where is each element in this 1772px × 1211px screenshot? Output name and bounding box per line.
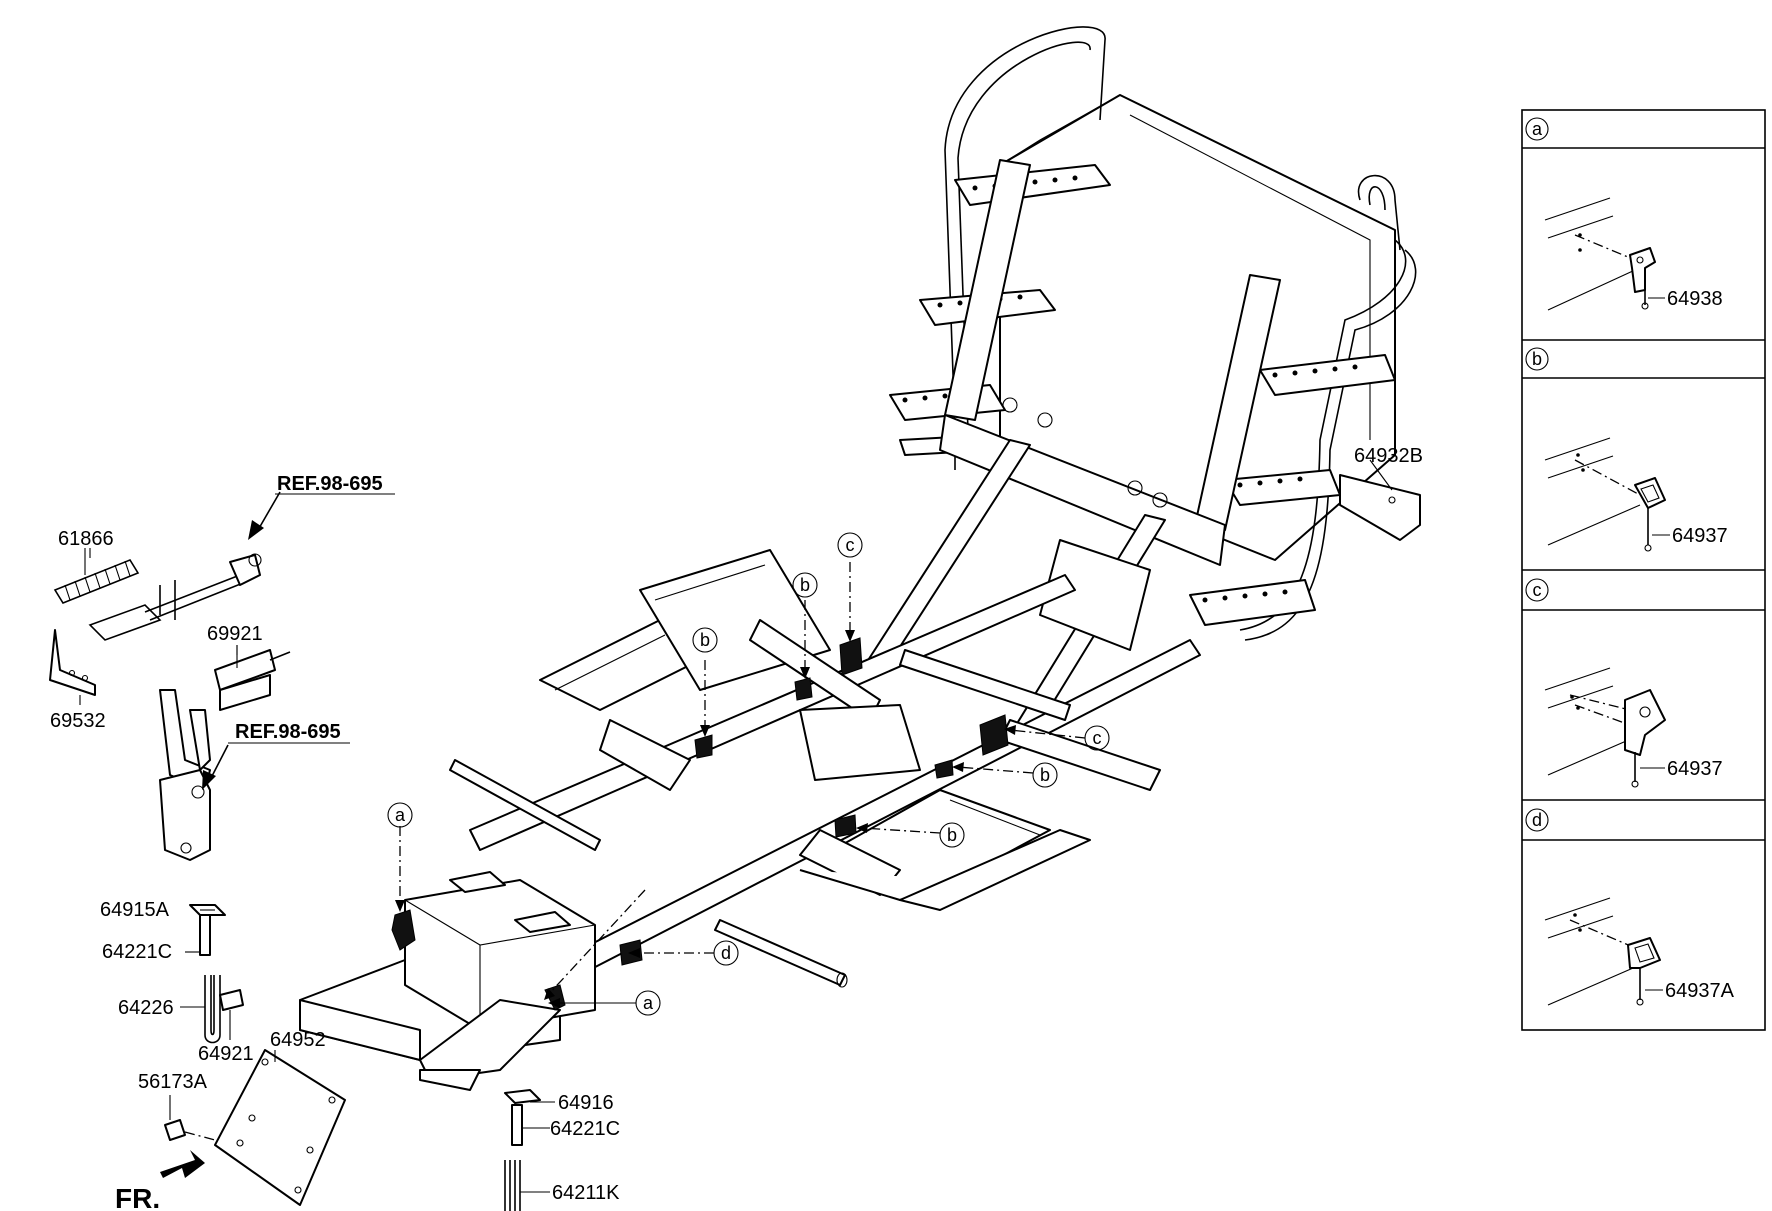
label-leaders bbox=[89, 459, 1393, 1193]
callout-b-1-label: b bbox=[700, 630, 710, 650]
front-label: FR. bbox=[115, 1183, 160, 1211]
part-label-69921: 69921 bbox=[207, 623, 263, 645]
detail-part-a: 64938 bbox=[1667, 288, 1723, 310]
part-label-64221c-2: 64221C bbox=[550, 1118, 620, 1140]
detail-panel-a: a 64938 bbox=[1525, 117, 1723, 311]
callout-leaders bbox=[395, 562, 1086, 1000]
part-label-61866: 61866 bbox=[58, 528, 114, 550]
part-label-64952: 64952 bbox=[270, 1029, 326, 1051]
part-label-64932b: 64932B bbox=[1354, 445, 1423, 467]
linkage-rod bbox=[88, 553, 262, 641]
main-rails bbox=[299, 574, 1201, 1091]
callout-b-4-label: b bbox=[947, 825, 957, 845]
mounting-brackets bbox=[391, 637, 1009, 1011]
callout-b-3: b bbox=[1032, 762, 1058, 788]
detail-panel-a-key: a bbox=[1532, 119, 1543, 139]
detail-panel-b-key: b bbox=[1532, 349, 1542, 369]
callout-c-1-label: c bbox=[846, 535, 855, 555]
part-label-64226: 64226 bbox=[118, 997, 174, 1019]
detail-panel-b: b 64937 bbox=[1525, 347, 1728, 552]
detail-part-b: 64937 bbox=[1672, 525, 1728, 547]
callout-b-3-label: b bbox=[1040, 765, 1050, 785]
ref-label-1: REF.98-695 bbox=[277, 473, 383, 495]
bracket-69532 bbox=[49, 629, 96, 696]
u-bolt-64226 bbox=[204, 975, 221, 1044]
part-label-64921: 64921 bbox=[198, 1043, 254, 1065]
part-label-56173a: 56173A bbox=[138, 1071, 208, 1093]
callout-c-2-label: c bbox=[1093, 728, 1102, 748]
part-label-69532: 69532 bbox=[50, 710, 106, 732]
callout-b-1: b bbox=[692, 627, 718, 653]
detail-panel-d: d 64937A bbox=[1525, 808, 1735, 1006]
part-label-64916: 64916 bbox=[558, 1092, 614, 1114]
detail-part-d: 64937A bbox=[1665, 980, 1735, 1002]
part-label-64915a: 64915A bbox=[100, 899, 170, 921]
callout-circles: a a d b b c c b bbox=[387, 532, 1110, 1016]
skid-plate-64952 bbox=[214, 1049, 346, 1206]
callout-c-2: c bbox=[1084, 725, 1110, 751]
bracket-64932b bbox=[1339, 474, 1421, 541]
callout-a-2-label: a bbox=[643, 993, 654, 1013]
suspension-left bbox=[539, 549, 881, 791]
detail-part-c: 64937 bbox=[1667, 758, 1723, 780]
part-label-64221c-1: 64221C bbox=[102, 941, 172, 963]
pedal-lever bbox=[159, 689, 211, 861]
callout-b-2-label: b bbox=[800, 575, 810, 595]
plate-64921 bbox=[219, 989, 244, 1011]
clevis-69921 bbox=[214, 645, 291, 711]
callout-b-4: b bbox=[939, 822, 965, 848]
detail-panel-d-key: d bbox=[1532, 810, 1542, 830]
callout-a-1-label: a bbox=[395, 805, 406, 825]
step-bolt-holes bbox=[902, 175, 1358, 603]
callout-d: d bbox=[713, 940, 739, 966]
front-direction-arrow-icon bbox=[160, 1150, 205, 1178]
bracket-64916 bbox=[504, 1089, 541, 1104]
detail-panels: a 64938 b 64937 c bbox=[1521, 109, 1766, 1031]
u-bolt-64211k bbox=[504, 1160, 521, 1211]
vehicle-frame-drawing bbox=[299, 26, 1421, 1091]
callout-a-1: a bbox=[387, 802, 413, 828]
callout-c-1: c bbox=[837, 532, 863, 558]
callout-b-2: b bbox=[792, 572, 818, 598]
part-label-64211k: 64211K bbox=[552, 1182, 620, 1204]
detail-panel-c: c 64937 bbox=[1525, 578, 1723, 788]
callout-d-label: d bbox=[721, 943, 731, 963]
left-parts bbox=[49, 491, 541, 1211]
bolt-56173a bbox=[164, 1119, 186, 1141]
callout-a-2: a bbox=[635, 990, 661, 1016]
part-labels: REF.98-695 61866 69532 69921 REF.98-695 … bbox=[50, 445, 1423, 1211]
detail-panel-c-key: c bbox=[1533, 580, 1542, 600]
spring-61866 bbox=[53, 548, 140, 604]
suspension-right bbox=[799, 719, 1161, 911]
ref-label-2: REF.98-695 bbox=[235, 721, 341, 743]
